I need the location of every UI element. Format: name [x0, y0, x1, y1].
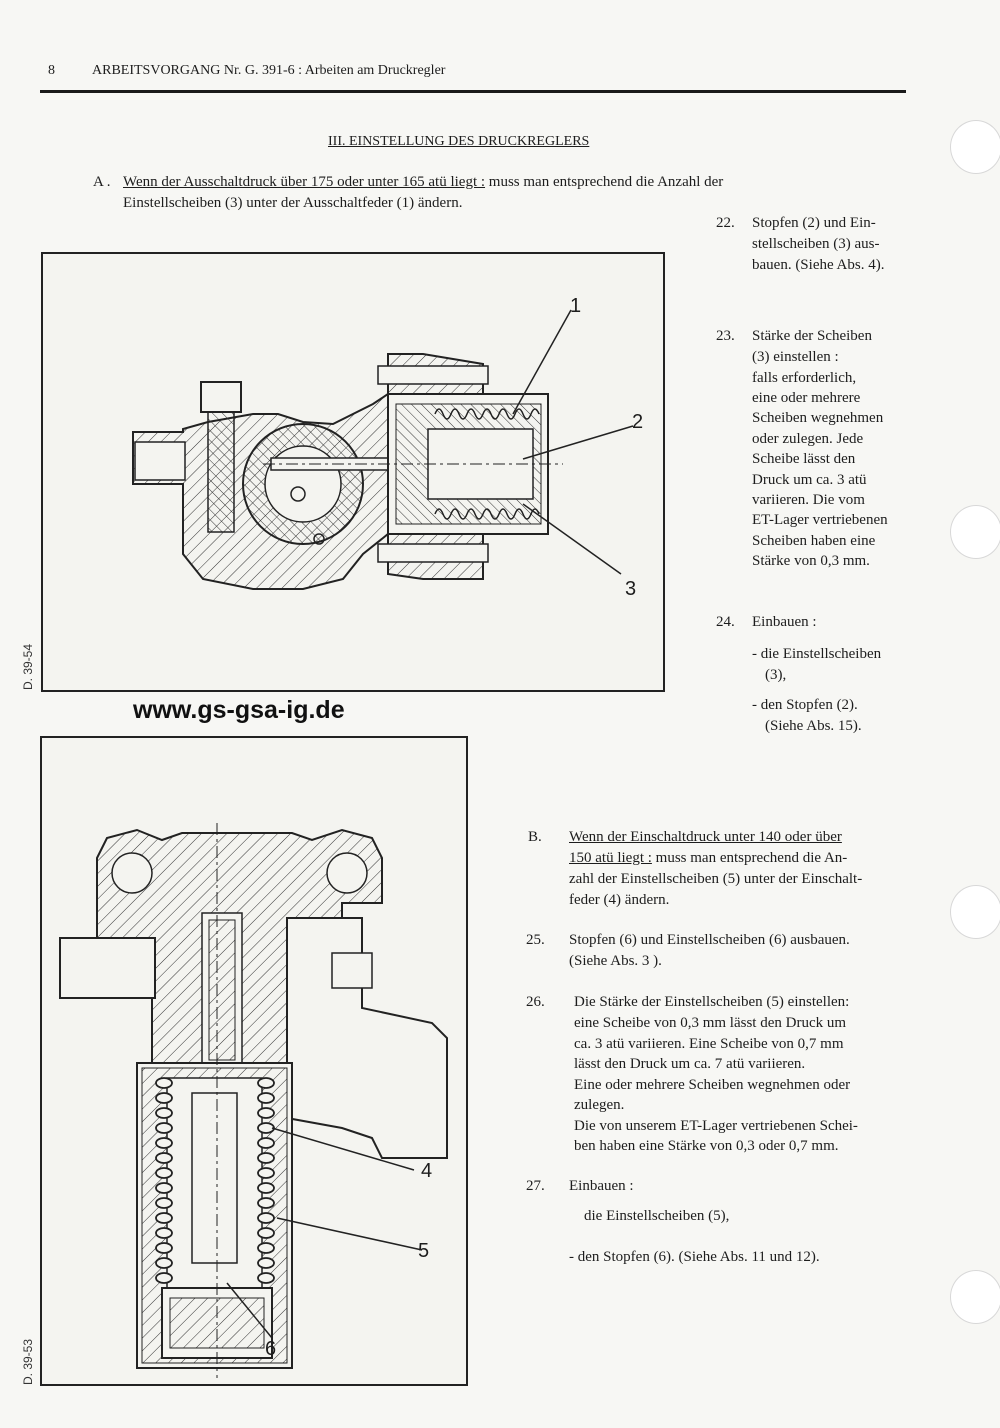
step-27-number: 27.: [526, 1178, 545, 1194]
step-23-line: Druck um ca. 3 atü: [752, 472, 867, 488]
step-23-line: ET-Lager vertriebenen: [752, 512, 888, 528]
step-26-line: ca. 3 atü variieren. Eine Scheibe von 0,…: [574, 1036, 844, 1052]
part-b-line2-rest: muss man entsprechend die An-: [655, 850, 848, 866]
watermark-url: www.gs-gsa-ig.de: [133, 696, 345, 724]
page-number: 8: [48, 63, 55, 78]
step-27-line: - den Stopfen (6). (Siehe Abs. 11 und 12…: [569, 1249, 820, 1265]
step-25-line: Stopfen (6) und Einstellscheiben (6) aus…: [569, 932, 850, 948]
header-divider: [40, 90, 906, 93]
step-22-line: Stopfen (2) und Ein-: [752, 215, 876, 231]
punch-hole: [950, 885, 1000, 939]
callout-3: 3: [625, 578, 637, 600]
callout-5: 5: [418, 1240, 430, 1262]
step-26-line: Die von unserem ET-Lager vertriebenen Sc…: [574, 1118, 858, 1134]
step-26-number: 26.: [526, 994, 545, 1010]
part-b-condition-l2: 150 atü liegt :: [569, 850, 652, 866]
punch-hole: [950, 1270, 1000, 1324]
step-23-line: oder zulegen. Jede: [752, 431, 864, 447]
install-a-line: - den Stopfen (2).: [752, 697, 858, 713]
step-23-line: eine oder mehrere: [752, 390, 861, 406]
install-a-line: (3),: [765, 667, 787, 683]
step-26-line: eine Scheibe von 0,3 mm lässt den Druck …: [574, 1015, 847, 1031]
step-23-line: falls erforderlich,: [752, 370, 857, 386]
step-23-line: (3) einstellen :: [752, 349, 839, 365]
step-27-line: Einbauen :: [569, 1178, 634, 1194]
callout-4: 4: [421, 1160, 433, 1182]
part-a-line1-rest: muss man entsprechend die Anzahl der: [488, 174, 724, 190]
figure-2-code: D. 39-53: [21, 1338, 35, 1385]
step-22-line: bauen. (Siehe Abs. 4).: [752, 257, 885, 273]
figure-1-code: D. 39-54: [21, 643, 35, 690]
page-header-title: ARBEITSVORGANG Nr. G. 391-6 : Arbeiten a…: [92, 63, 446, 78]
step-23-line: variieren. Die vom: [752, 492, 865, 508]
step-25-number: 25.: [526, 932, 545, 948]
step-25-line: (Siehe Abs. 3 ).: [569, 953, 662, 969]
step-26-line: zulegen.: [574, 1097, 625, 1113]
callout-6: 6: [265, 1338, 277, 1360]
step-23-number: 23.: [716, 328, 735, 344]
step-22-number: 22.: [716, 215, 735, 231]
figure-2-frame: [40, 736, 468, 1386]
step-26-line: lässt den Druck um ca. 7 atü variieren.: [574, 1056, 806, 1072]
step-23-line: Scheiben haben eine: [752, 533, 876, 549]
step-23-line: Scheibe lässt den: [752, 451, 856, 467]
part-a-letter: A .: [93, 174, 111, 190]
pressure-regulator-section-drawing: [59, 823, 448, 1378]
part-b-condition-l1: Wenn der Einschaltdruck unter 140 oder ü…: [569, 829, 842, 845]
pressure-regulator-cutaway-drawing: [132, 309, 634, 590]
part-a-condition: Wenn der Ausschaltdruck über 175 oder un…: [123, 174, 486, 190]
install-a-line: - die Einstellscheiben: [752, 646, 882, 662]
step-22-line: stellscheiben (3) aus-: [752, 236, 880, 252]
part-b-line3: zahl der Einstellscheiben (5) unter der …: [569, 871, 863, 887]
callout-1: 1: [570, 295, 582, 317]
punch-hole: [950, 120, 1000, 174]
punch-hole: [950, 505, 1000, 559]
part-b-line2: 150 atü liegt : muss man entsprechend di…: [569, 848, 847, 869]
step-23-line: Stärke der Scheiben: [752, 328, 872, 344]
step-23-line: Scheiben wegnehmen: [752, 410, 884, 426]
part-b-line4: feder (4) ändern.: [569, 892, 670, 908]
step-26-line: Die Stärke der Einstellscheiben (5) eins…: [574, 994, 850, 1010]
step-27-line: die Einstellscheiben (5),: [584, 1208, 730, 1224]
step-23-line: Stärke von 0,3 mm.: [752, 553, 870, 569]
step-24-number: 24.: [716, 614, 735, 630]
step-24-line: Einbauen :: [752, 614, 817, 630]
step-26-line: Eine oder mehrere Scheiben wegnehmen ode…: [574, 1077, 851, 1093]
install-a-line: (Siehe Abs. 15).: [765, 718, 862, 734]
step-26-line: ben haben eine Stärke von 0,3 oder 0,7 m…: [574, 1138, 839, 1154]
part-a-line1: Wenn der Ausschaltdruck über 175 oder un…: [123, 172, 723, 193]
part-a-line2: Einstellscheiben (3) unter der Ausschalt…: [123, 195, 463, 211]
callout-2: 2: [632, 411, 644, 433]
figure-1-frame: [41, 252, 665, 692]
section-title: III. EINSTELLUNG DES DRUCKREGLERS: [328, 134, 590, 149]
part-b-letter: B.: [528, 829, 542, 845]
